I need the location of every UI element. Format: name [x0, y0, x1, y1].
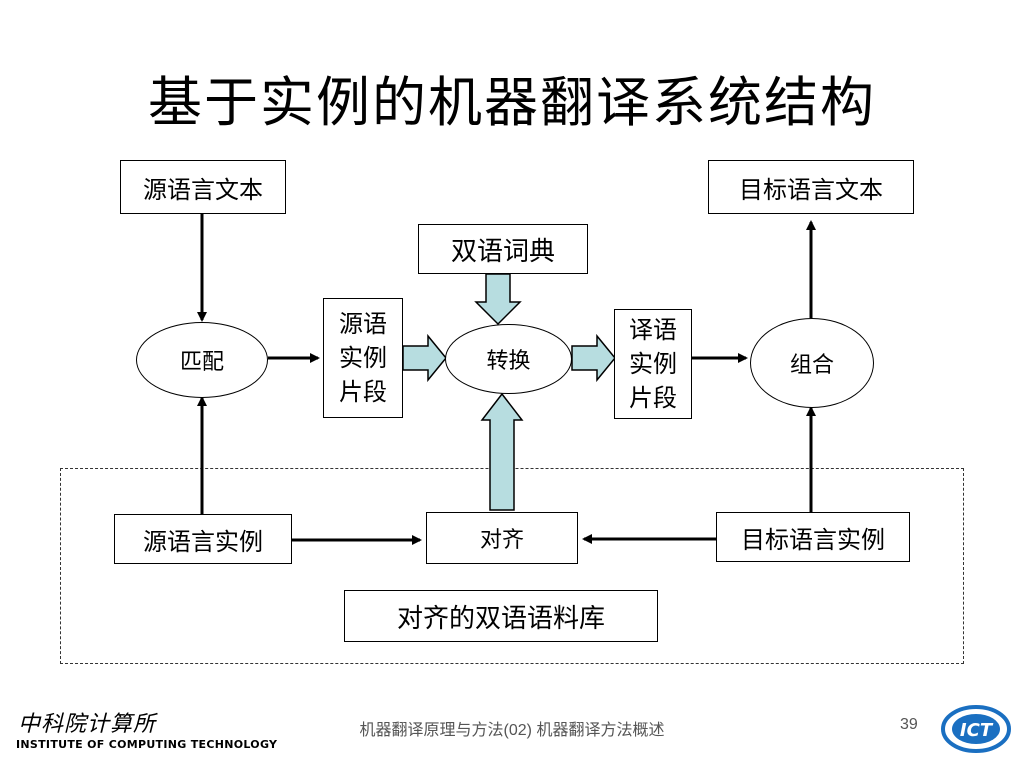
node-source-fragment: 源语 实例 片段 [323, 298, 403, 418]
block-arrow-fragment-to-transfer [402, 333, 447, 383]
slide-title: 基于实例的机器翻译系统结构 [148, 71, 876, 134]
node-source-text: 源语言文本 [120, 160, 286, 214]
block-arrow-dict-to-transfer [474, 273, 522, 326]
block-arrow-transfer-to-fragment [571, 333, 616, 383]
institute-logo-english: INSTITUTE OF COMPUTING TECHNOLOGY [16, 738, 278, 751]
node-target-example: 目标语言实例 [716, 512, 910, 562]
node-source-example: 源语言实例 [114, 514, 292, 564]
institute-logo-chinese: 中科院计算所 [18, 712, 157, 737]
node-combine: 组合 [750, 318, 874, 408]
ict-logo-text: ICT [960, 720, 994, 741]
node-match: 匹配 [136, 322, 268, 398]
node-target-fragment: 译语 实例 片段 [614, 309, 692, 419]
slide-footer-text: 机器翻译原理与方法(02) 机器翻译方法概述 [359, 722, 665, 739]
node-corpus: 对齐的双语语料库 [344, 590, 658, 642]
ict-logo-icon: ICT [941, 705, 1011, 753]
node-align: 对齐 [426, 512, 578, 564]
block-arrow-align-to-transfer [480, 392, 524, 511]
node-bilingual-dict: 双语词典 [418, 224, 588, 274]
node-target-text: 目标语言文本 [708, 160, 914, 214]
node-transfer: 转换 [445, 324, 572, 394]
page-number: 39 [900, 716, 918, 733]
